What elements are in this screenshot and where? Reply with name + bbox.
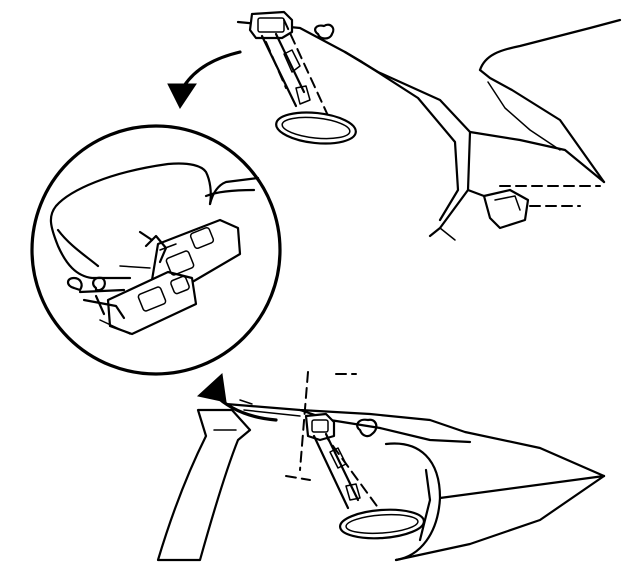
curved-arrow-icon xyxy=(167,50,242,109)
trim-edge xyxy=(239,399,253,405)
detail-callout xyxy=(30,124,282,376)
curved-arrow-icon xyxy=(196,372,278,422)
lower-mirror-assembly xyxy=(304,412,426,540)
lower-vehicle-roof xyxy=(224,371,606,562)
lower-pillar-trim xyxy=(156,408,252,562)
upper-vehicle-roof xyxy=(236,18,622,241)
upper-mirror-assembly xyxy=(248,10,357,145)
